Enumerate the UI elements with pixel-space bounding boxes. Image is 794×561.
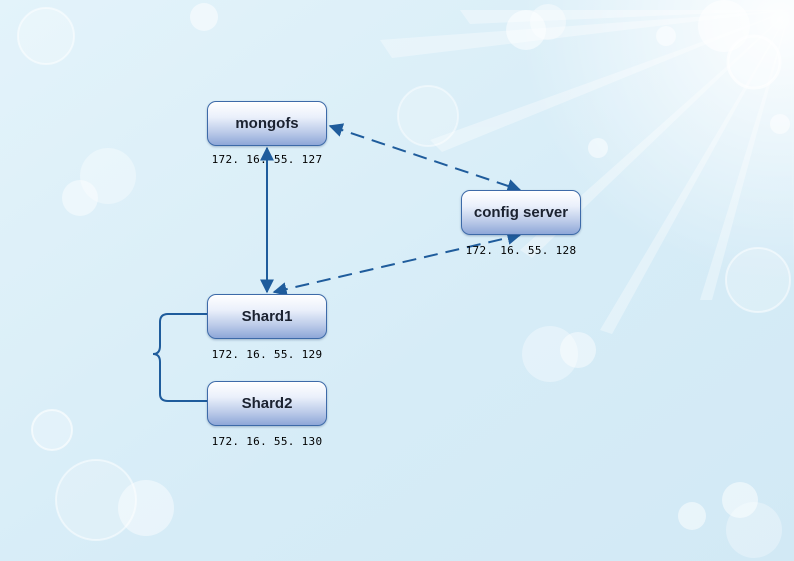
shard2-ip: 172. 16. 55. 130: [211, 435, 323, 448]
link-mongofs-config: [328, 123, 522, 193]
shard-group-bracket: [152, 313, 207, 402]
shard1-node[interactable]: Shard1: [207, 294, 327, 339]
config-server-ip: 172. 16. 55. 128: [465, 244, 577, 257]
shard1-label: Shard1: [241, 308, 293, 325]
shard1-ip: 172. 16. 55. 129: [211, 348, 323, 361]
mongofs-node[interactable]: mongofs: [207, 101, 327, 146]
config-server-label: config server: [473, 204, 569, 221]
link-shard1-config: [272, 231, 522, 296]
mongofs-label: mongofs: [235, 115, 299, 132]
config-server-node[interactable]: config server: [461, 190, 581, 235]
shard2-label: Shard2: [241, 395, 293, 412]
mongofs-ip: 172. 16. 55. 127: [211, 153, 323, 166]
shard2-node[interactable]: Shard2: [207, 381, 327, 426]
